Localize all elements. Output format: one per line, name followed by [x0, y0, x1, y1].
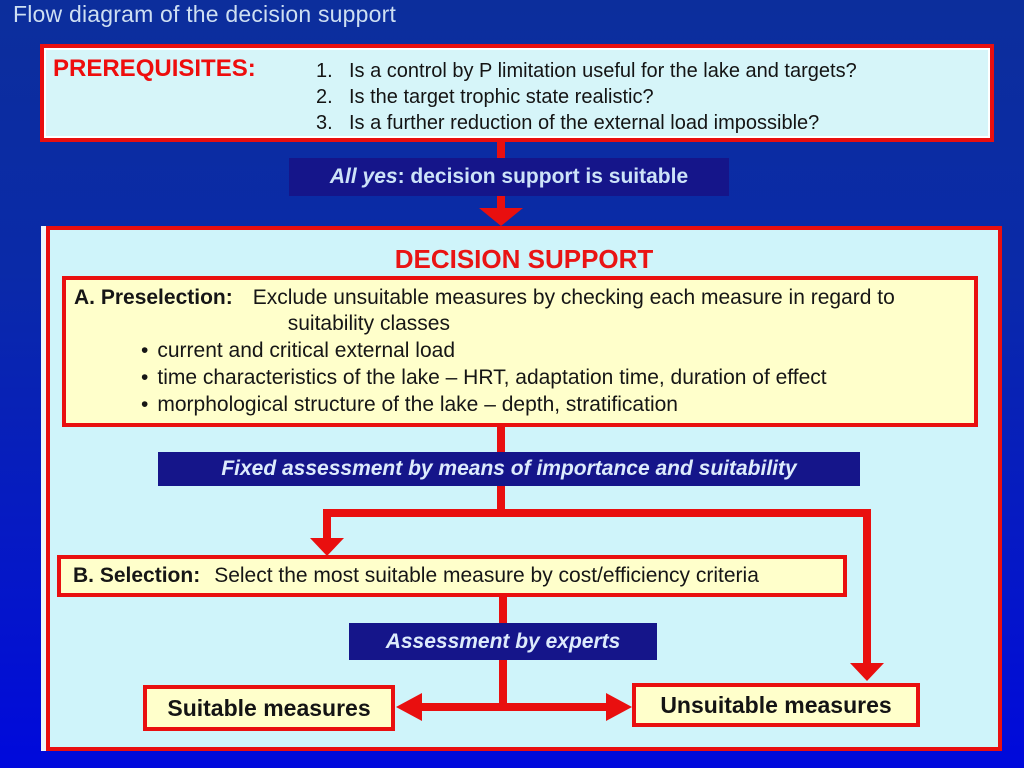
connector-branch-left-vertical: [323, 509, 331, 541]
arrow-to-suitable-head-icon: [396, 693, 422, 721]
bullet-item: • time characteristics of the lake – HRT,…: [141, 364, 974, 391]
list-item: 3. Is a further reduction of the externa…: [316, 110, 857, 136]
arrow-to-unsuitable-head-icon: [850, 663, 884, 681]
list-item-text: Is a further reduction of the external l…: [349, 112, 820, 134]
list-item-number: 3.: [316, 112, 333, 134]
bullet-icon: •: [141, 339, 149, 362]
prerequisites-box: [40, 44, 994, 142]
suitable-measures-box: Suitable measures: [143, 685, 395, 731]
connector-results-horizontal: [420, 703, 610, 711]
bullet-text: time characteristics of the lake – HRT, …: [157, 366, 827, 389]
connector-branch-horizontal: [323, 509, 871, 517]
fixed-assessment-label: Fixed assessment by means of importance …: [158, 452, 860, 486]
selection-text: Select the most suitable measure by cost…: [214, 564, 759, 587]
preselection-box: A. Preselection: Exclude unsuitable meas…: [62, 276, 978, 427]
all-yes-emphasis: All yes: [329, 165, 398, 188]
connector-branch-right-vertical: [863, 509, 871, 667]
list-item-number: 1.: [316, 60, 333, 82]
list-item: 1. Is a control by P limitation useful f…: [316, 58, 857, 84]
prerequisites-label: PREREQUISITES:: [53, 55, 256, 82]
arrow-to-selection-head-icon: [310, 538, 344, 556]
arrow-to-unsuitable-right-head-icon: [606, 693, 632, 721]
prerequisites-list: 1. Is a control by P limitation useful f…: [316, 58, 857, 136]
preselection-label: A. Preselection:: [74, 286, 233, 309]
all-yes-label: All yes: decision support is suitable: [289, 158, 729, 196]
bullet-text: morphological structure of the lake – de…: [157, 393, 678, 416]
bullet-icon: •: [141, 393, 149, 416]
connector-fixed-down: [497, 483, 505, 513]
list-item-text: Is the target trophic state realistic?: [349, 86, 654, 108]
list-item: 2. Is the target trophic state realistic…: [316, 84, 857, 110]
connector-preselection-to-fixed: [497, 426, 505, 454]
arrow-prerequisites-to-decision-head-icon: [479, 208, 523, 226]
preselection-bullet-list: • current and critical external load • tim…: [141, 337, 974, 418]
preselection-desc-line1: Exclude unsuitable measures by checking …: [252, 286, 895, 309]
unsuitable-measures-box: Unsuitable measures: [632, 683, 920, 727]
bullet-item: • current and critical external load: [141, 337, 974, 364]
list-item-number: 2.: [316, 86, 333, 108]
selection-box: B. Selection: Select the most suitable m…: [57, 555, 847, 597]
bullet-icon: •: [141, 366, 149, 389]
bullet-item: • morphological structure of the lake – d…: [141, 391, 974, 418]
selection-label: B. Selection:: [73, 564, 201, 587]
preselection-desc-line2: suitability classes: [287, 312, 450, 335]
bullet-text: current and critical external load: [157, 339, 456, 362]
all-yes-suffix: : decision support is suitable: [397, 165, 689, 188]
expert-assessment-label: Assessment by experts: [349, 623, 657, 660]
page-title: Flow diagram of the decision support: [13, 1, 397, 27]
list-item-text: Is a control by P limitation useful for …: [349, 60, 857, 82]
decision-support-title: DECISION SUPPORT: [394, 244, 654, 274]
